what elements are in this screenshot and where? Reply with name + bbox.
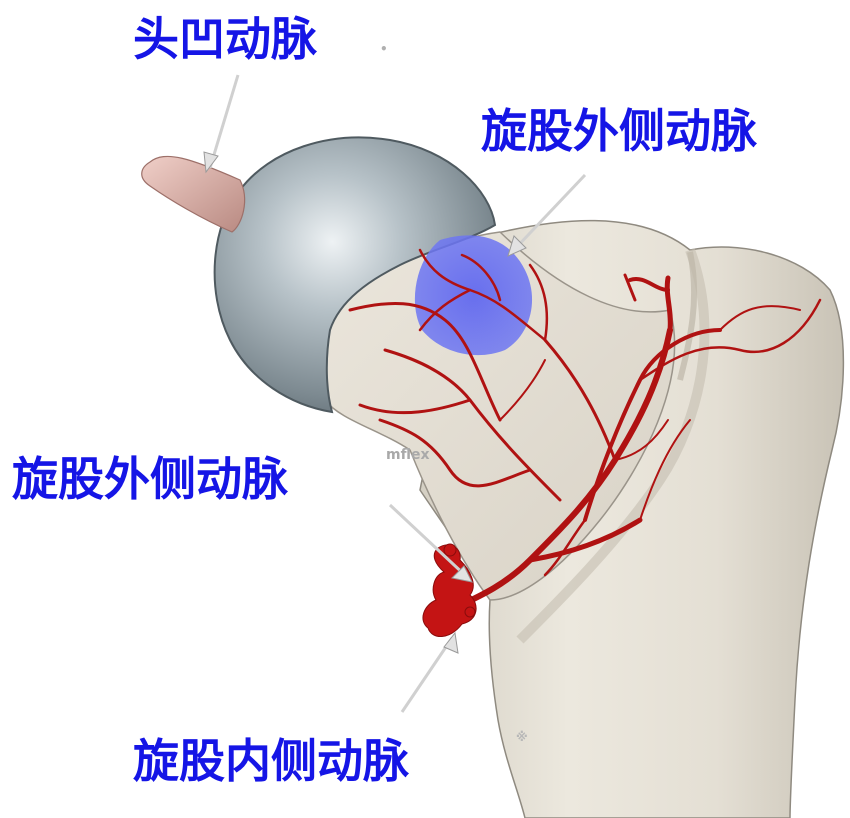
- label-medial-circumflex: 旋股内侧动脉: [133, 738, 409, 784]
- label-head-artery: 头凹动脉: [133, 16, 317, 62]
- ligamentum-teres: [142, 156, 245, 232]
- faint-circumflex-text: mflex: [386, 447, 430, 463]
- label-lateral-circumflex-left: 旋股外侧动脉: [12, 456, 288, 502]
- faint-speck-top: •: [380, 42, 388, 56]
- faint-speck-bottom: ※: [516, 730, 528, 744]
- label-lateral-circumflex-top: 旋股外侧动脉: [481, 108, 757, 154]
